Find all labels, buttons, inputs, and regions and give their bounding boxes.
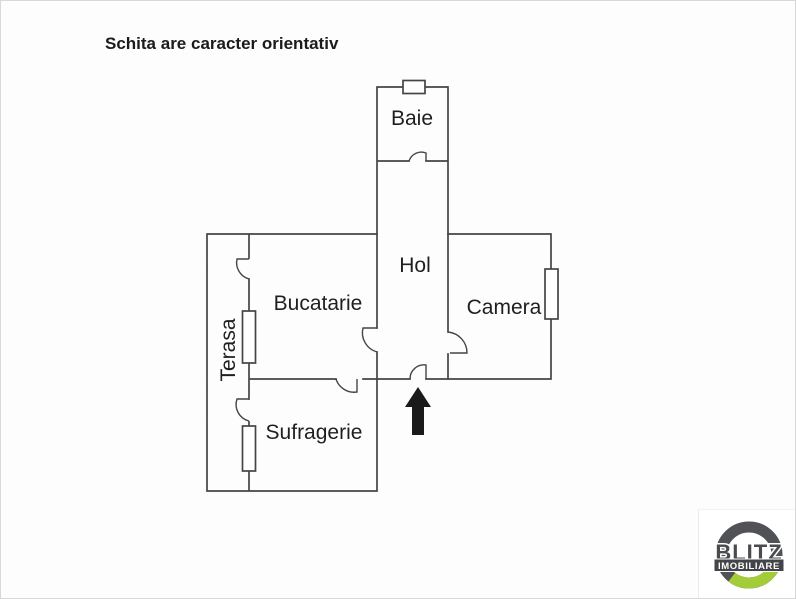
brand-logo: BLITZ IMOBILIARE (698, 509, 795, 598)
room-label-camera: Camera (467, 296, 542, 319)
door-arc-baie (408, 151, 427, 162)
logo-tagline-text: IMOBILIARE (718, 561, 780, 572)
room-label-bucatarie: Bucatarie (274, 292, 363, 315)
door-arc-entrance (409, 364, 427, 380)
room-label-terasa: Terasa (217, 318, 240, 381)
walls-baie-hol (376, 86, 449, 380)
door-arc-camera-hol (447, 331, 468, 354)
room-label-sufragerie: Sufragerie (266, 421, 363, 444)
disclaimer-text: Schita are caracter orientativ (105, 34, 339, 53)
door-arc-sufragerie-terasa (235, 398, 250, 422)
window-baie (402, 79, 426, 95)
room-label-baie: Baie (391, 107, 433, 130)
door-arc-bucatarie-hol (361, 327, 378, 353)
door-arc-bucatarie-terasa (235, 258, 250, 280)
brand-logo-graphic: BLITZ IMOBILIARE (713, 521, 785, 589)
door-arc-bucatarie-sufragerie (335, 378, 358, 393)
window-bucatarie (241, 310, 257, 364)
window-sufragerie (241, 425, 257, 472)
entrance-arrow-icon (405, 387, 431, 435)
window-camera (544, 268, 559, 320)
room-label-hol: Hol (399, 254, 431, 277)
logo-tagline-banner (713, 558, 785, 572)
